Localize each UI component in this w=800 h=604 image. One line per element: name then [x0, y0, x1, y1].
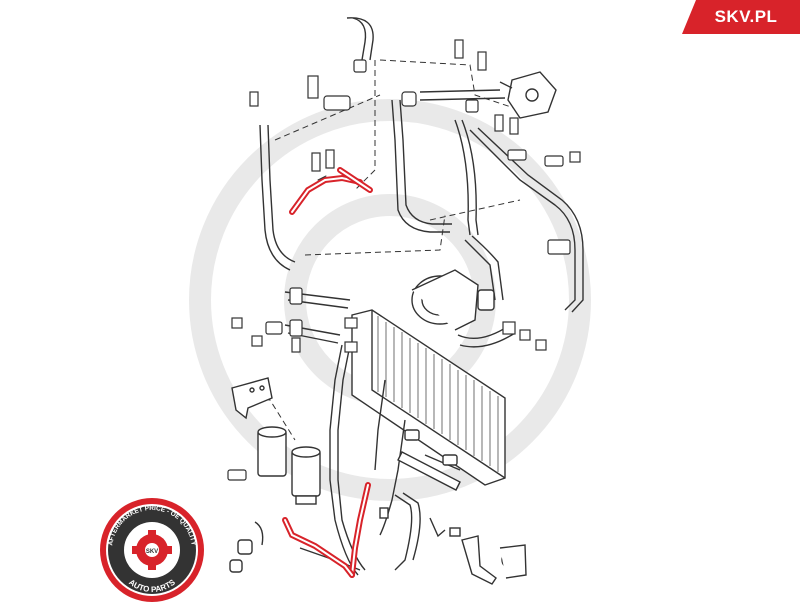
condenser-fittings	[227, 287, 547, 481]
receiver-drier-canisters	[257, 426, 321, 505]
bottom-right-brackets	[229, 507, 527, 585]
brand-tag: SKV.PL	[682, 0, 800, 34]
upper-fittings	[249, 39, 581, 255]
skv-auto-parts-seal: AFTERMARKET PRICE - OE QUALITY AUTO PART…	[100, 498, 204, 602]
mount-bracket	[231, 377, 273, 420]
upper-hoses	[259, 17, 584, 313]
top-right-bracket	[499, 71, 557, 119]
watermark-gear-icon	[189, 99, 591, 501]
highlighted-hose-lower	[282, 482, 371, 578]
condenser	[351, 309, 506, 486]
highlighted-hose-upper	[289, 167, 373, 215]
brand-tag-label: SKV.PL	[714, 7, 778, 26]
accumulator	[397, 429, 461, 491]
seal-center-text: SKV	[146, 549, 158, 555]
compressor	[411, 269, 495, 331]
gear-icon	[132, 530, 172, 570]
